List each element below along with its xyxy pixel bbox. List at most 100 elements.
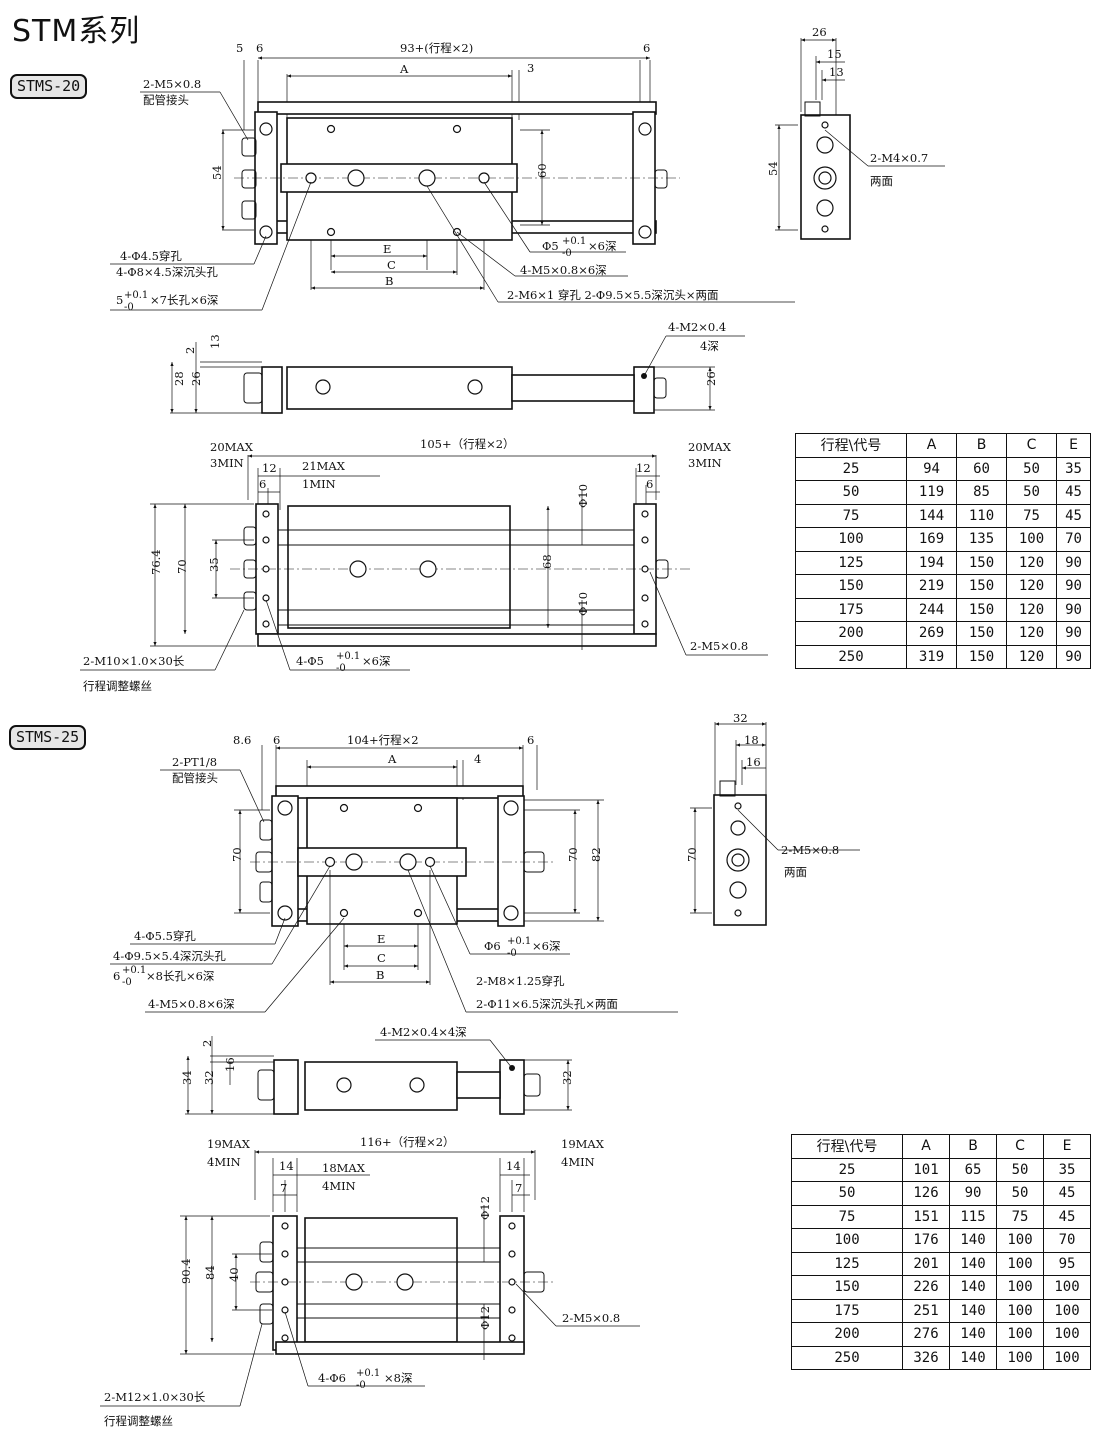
label-pin-tol: +0.1 (562, 236, 586, 247)
table-cell: 90 (1056, 597, 1091, 622)
dim-26: 26 (704, 371, 718, 386)
label-holes-depth: ×8深 (384, 1371, 412, 1385)
dim-34: 34 (180, 1070, 194, 1085)
table-cell: 140 (949, 1298, 997, 1323)
dim-35: 35 (207, 557, 221, 572)
table-cell: 50 (791, 1181, 903, 1206)
label-m6: 2-M6×1 穿孔 2-Φ9.5×5.5深沉头×两面 (507, 288, 719, 302)
dim-total: 105+（行程×2） (420, 437, 515, 451)
label-holes-tol: +0.1 (356, 1368, 380, 1379)
label-holes: 4-Φ6 (318, 1371, 346, 1385)
table-cell: 50 (795, 480, 907, 505)
dim-6: 6 (646, 477, 653, 491)
dim-70: 70 (566, 847, 580, 862)
label-port: 2-M5×0.8 (562, 1311, 620, 1325)
table-cell: 115 (949, 1204, 997, 1229)
dim-18: 18 (744, 733, 759, 747)
label-depth: 4深 (700, 339, 719, 353)
table-cell: 110 (956, 503, 1007, 528)
dim-b: B (376, 968, 384, 982)
table-cell: 75 (996, 1204, 1044, 1229)
table-cell: 94 (906, 456, 957, 481)
label-holes-tol: +0.1 (336, 651, 360, 662)
dim-phi10: Φ10 (576, 592, 590, 616)
model-badge-stms20: STMS-20 (10, 74, 88, 99)
table-cell: 140 (949, 1345, 997, 1370)
label-slot-tol: -0 (122, 977, 132, 988)
dim-54: 54 (766, 161, 780, 176)
dim-26: 26 (812, 25, 827, 39)
table-cell: 169 (906, 527, 957, 552)
label-counterbore: 4-Φ9.5×5.4深沉头孔 (113, 949, 226, 963)
model-badge-stms25: STMS-25 (9, 725, 87, 750)
dim-total: 104+行程×2 (347, 733, 419, 747)
table-header: A (902, 1134, 950, 1159)
dim-mid-min: 4MIN (322, 1179, 356, 1193)
table-cell: 45 (1056, 503, 1091, 528)
table-cell: 150 (956, 644, 1007, 669)
dim-total: 116+（行程×2） (360, 1135, 455, 1149)
table-cell: 176 (902, 1228, 950, 1253)
table-cell: 85 (956, 480, 1007, 505)
dim-min: 4MIN (561, 1155, 595, 1169)
dim-a: A (387, 752, 397, 766)
dim-2: 2 (200, 1040, 214, 1047)
label-pin-depth: ×6深 (588, 239, 616, 253)
dim-14: 14 (279, 1159, 294, 1173)
label-through-hole: 4-Φ5.5穿孔 (134, 929, 196, 943)
table-header: E (1043, 1134, 1091, 1159)
table-cell: 150 (956, 574, 1007, 599)
dim-70: 70 (175, 559, 189, 574)
table-cell: 50 (1006, 480, 1057, 505)
table-cell: 65 (949, 1157, 997, 1182)
table-cell: 150 (956, 550, 1007, 575)
table-cell: 25 (795, 456, 907, 481)
dim-70: 70 (230, 847, 244, 862)
label-slot: 5 (116, 293, 123, 307)
stms25-top-view: 8.6 6 104+行程×2 6 A 4 70 70 82 E (110, 733, 678, 1013)
table-cell: 101 (902, 1157, 950, 1182)
table-cell: 70 (1043, 1228, 1091, 1253)
stms20-side-view: 2 13 28 26 26 4-M2×0.4 4深 (170, 320, 745, 414)
table-header: C (996, 1134, 1044, 1159)
table-cell: 100 (996, 1251, 1044, 1276)
dim-min: 4MIN (207, 1155, 241, 1169)
table-cell: 100 (996, 1275, 1044, 1300)
dim-28: 28 (172, 371, 186, 386)
table-cell: 244 (906, 597, 957, 622)
table-cell: 120 (1006, 644, 1057, 669)
label-adjust-screw: 2-M12×1.0×30长 (104, 1390, 206, 1404)
dim-6: 6 (527, 733, 534, 747)
dim-max: 20MAX (688, 440, 732, 454)
table-cell: 90 (1056, 574, 1091, 599)
table-cell: 90 (949, 1181, 997, 1206)
page-title: STM系列 (12, 14, 141, 49)
dim-13: 13 (208, 334, 222, 349)
table-cell: 144 (906, 503, 957, 528)
label-slot-depth: ×7长孔×6深 (150, 293, 218, 307)
table-cell: 150 (791, 1275, 903, 1300)
table-cell: 194 (906, 550, 957, 575)
table-cell: 100 (996, 1322, 1044, 1347)
table-cell: 140 (949, 1228, 997, 1253)
dim-phi10: Φ10 (576, 484, 590, 508)
dim-6: 6 (643, 41, 650, 55)
dim-32: 32 (560, 1070, 574, 1085)
dim-6: 6 (273, 733, 280, 747)
label-thread: 4-M2×0.4 (668, 320, 726, 334)
table-cell: 90 (1056, 644, 1091, 669)
dim-7: 7 (280, 1181, 287, 1195)
dim-mid-max: 21MAX (302, 459, 346, 473)
table-cell: 175 (795, 597, 907, 622)
table-cell: 150 (956, 597, 1007, 622)
table-cell: 120 (1006, 621, 1057, 646)
table-cell: 276 (902, 1322, 950, 1347)
dim-6: 6 (256, 41, 263, 55)
